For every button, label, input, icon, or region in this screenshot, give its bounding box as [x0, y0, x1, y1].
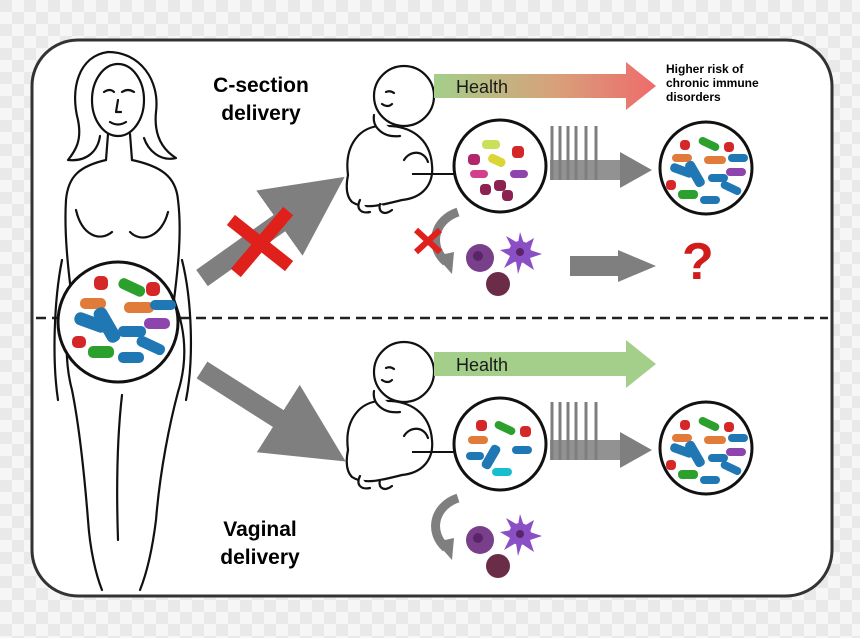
csection-label-line2: delivery [221, 102, 301, 125]
baby-icon [345, 340, 436, 490]
unknown-outcome-mark: ? [682, 233, 714, 291]
health-arrow [434, 340, 656, 388]
microbiome-circle-icon [658, 120, 754, 216]
health-risk-arrow [434, 62, 656, 110]
baby-icon [345, 64, 436, 214]
risk-label-line3: disorders [666, 90, 721, 104]
risk-label-line2: chronic immune [666, 76, 759, 90]
vaginal-arrow [196, 361, 346, 462]
csection-label-line1: C-section [213, 74, 309, 97]
cross-icon [226, 206, 294, 278]
risk-label-line1: Higher risk of [666, 62, 744, 76]
cross-icon [413, 227, 443, 255]
immune-cells-icon [466, 232, 542, 296]
health-label-bottom: Health [456, 355, 509, 375]
microbiome-circle-icon [452, 118, 548, 214]
vaginal-label-line2: delivery [220, 546, 300, 569]
mother-figure [53, 50, 193, 592]
risk-label: Higher risk of chronic immune disorders [666, 62, 806, 104]
microbiome-circle-icon [56, 260, 180, 384]
colonization-arrow [550, 126, 652, 188]
microbiome-circle-icon [452, 396, 548, 492]
microbiome-circle-icon [658, 400, 754, 496]
immune-cells-icon [466, 514, 542, 578]
colonization-arrow [550, 402, 652, 468]
outcome-arrow [570, 256, 620, 276]
csection-label: C-section delivery [196, 72, 326, 128]
health-label-top: Health [456, 77, 509, 97]
vaginal-label-line1: Vaginal [223, 518, 297, 541]
vaginal-label: Vaginal delivery [200, 516, 320, 572]
